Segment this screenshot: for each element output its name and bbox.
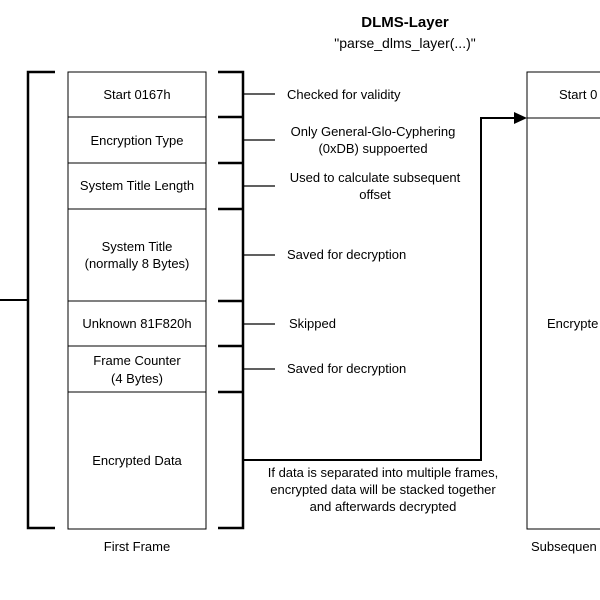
outer-left-bracket (26, 70, 55, 530)
arrow-head-icon (514, 112, 527, 124)
annotation-encryption-line1: Only General-Glo-Cyphering (291, 124, 456, 139)
flow-connector (243, 117, 515, 461)
annotation-checked-validity: Checked for validity (287, 87, 401, 102)
field-system-title-length-label: System Title Length (80, 178, 194, 193)
field-unknown-label: Unknown 81F820h (82, 316, 191, 331)
stacking-note-line2: encrypted data will be stacked together (270, 482, 496, 497)
field-frame-counter-label: Frame Counter (93, 353, 181, 368)
field-encryption-type: Encryption Type (67, 116, 207, 164)
annotation-offset-line2: offset (359, 187, 391, 202)
field-encrypted-data: Encrypted Data (67, 391, 207, 530)
field-system-title-sublabel: (normally 8 Bytes) (85, 256, 190, 271)
field-frame-counter-sublabel: (4 Bytes) (111, 371, 163, 386)
annotation-saved-frame-counter: Saved for decryption (287, 361, 406, 376)
subsequent-frame-caption: Subsequen (531, 539, 597, 554)
subsequent-frame-stack: Start 0 Encrypte (526, 71, 600, 530)
field-frame-counter: Frame Counter (4 Bytes) (67, 345, 207, 393)
subsequent-field-start-label: Start 0 (559, 87, 597, 102)
annotation-connectors (243, 93, 275, 370)
field-system-title-label: System Title (102, 239, 173, 254)
subsequent-field-encrypted-label: Encrypte (547, 316, 598, 331)
field-separator-ticks (218, 115, 243, 394)
annotation-skipped: Skipped (289, 316, 336, 331)
field-unknown: Unknown 81F820h (67, 300, 207, 347)
first-frame-caption: First Frame (104, 539, 170, 554)
field-system-title-length: System Title Length (67, 162, 207, 210)
field-encrypted-data-label: Encrypted Data (92, 453, 182, 468)
annotation-offset-line1: Used to calculate subsequent (290, 170, 461, 185)
field-start-label: Start 0167h (103, 87, 170, 102)
annotation-saved-system-title: Saved for decryption (287, 247, 406, 262)
field-start: Start 0167h (67, 71, 207, 118)
first-frame-stack: Start 0167h Encryption Type System Title… (67, 71, 207, 530)
field-system-title: System Title (normally 8 Bytes) (67, 208, 207, 302)
stacking-note-line3: and afterwards decrypted (310, 499, 457, 514)
stacking-note-line1: If data is separated into multiple frame… (268, 465, 499, 480)
diagram-title: DLMS-Layer (361, 14, 449, 31)
field-encryption-type-label: Encryption Type (91, 133, 184, 148)
function-name: "parse_dlms_layer(...)" (334, 35, 475, 51)
subsequent-field-encrypted (526, 117, 600, 530)
annotation-encryption-line2: (0xDB) suppoerted (318, 141, 427, 156)
